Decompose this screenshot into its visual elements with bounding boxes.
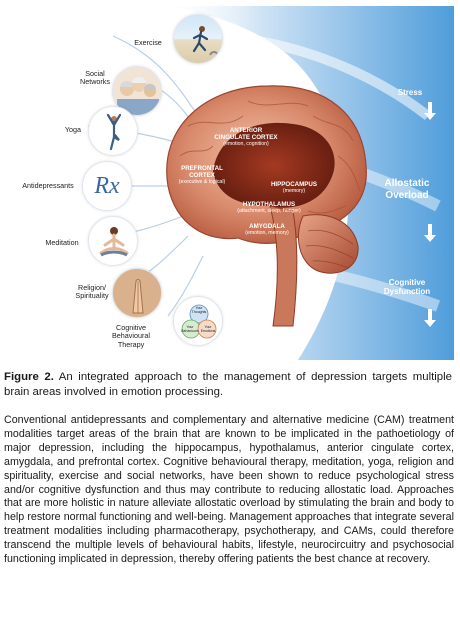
meditation-photo <box>88 216 138 266</box>
yoga-photo <box>88 106 138 156</box>
region-label-hypothalamus: HYPOTHALAMUS (attachment, sleep, hunger) <box>237 201 301 214</box>
body-paragraph: Conventional antidepressants and complem… <box>4 414 454 566</box>
religion-photo <box>112 268 162 318</box>
treatment-label-cbt: Cognitive Behavioural Therapy <box>112 323 150 349</box>
figure-caption-label: Figure 2. <box>4 371 54 383</box>
figure-caption-text: An integrated approach to the management… <box>4 371 452 399</box>
region-label-prefrontal: PREFRONTAL CORTEX (executive & logical) <box>178 165 226 185</box>
stress-label: Stress <box>397 88 423 97</box>
treatment-label-religion: Religion/ Spirituality <box>75 283 109 301</box>
cbt-behaviours-label: Your Behaviours <box>181 325 199 333</box>
treatment-label-social: Social Networks <box>80 69 110 87</box>
social-networks-photo <box>112 66 162 116</box>
rx-symbol-icon: Rx <box>94 172 120 199</box>
cerebellum <box>297 214 359 274</box>
inner-limbic-area <box>213 122 335 208</box>
treatment-label-yoga: Yoga <box>64 125 82 134</box>
treatment-label-meditation: Meditation <box>45 238 79 247</box>
treatment-label-exercise: Exercise <box>134 38 162 47</box>
region-label-amygdala: AMYGDALA (emotion, memory) <box>245 223 289 236</box>
brainstem <box>269 205 298 327</box>
antidepressants-rx-circle: Rx <box>82 161 132 211</box>
exercise-photo <box>173 14 223 64</box>
figure-illustration: Exercise Social Networks Yoga Rx Antidep… <box>8 6 454 360</box>
region-label-anterior-cingulate: ANTERIOR CINGULATE CORTEX (emotion, cogn… <box>214 127 278 147</box>
cognitive-dysfunction-label: Cognitive Dysfunction <box>383 278 431 297</box>
region-label-hippocampus: HIPPOCAMPUS (memory) <box>270 181 318 194</box>
cbt-diagram-circle: Your Thoughts Your Behaviours Your Emoti… <box>173 296 223 346</box>
treatment-label-antidepressants: Antidepressants <box>22 181 74 190</box>
figure-artwork <box>77 6 454 360</box>
arc-stream-1 <box>101 29 432 120</box>
brain-folds <box>179 100 361 214</box>
allostatic-overload-label: Allostatic Overload <box>384 178 430 201</box>
cbt-emotions-label: Your Emotions <box>200 325 216 333</box>
down-arrows <box>424 102 436 327</box>
brain-illustration <box>166 85 367 327</box>
blue-sweep-background <box>158 6 454 360</box>
figure-caption: Figure 2. An integrated approach to the … <box>4 370 452 400</box>
cbt-thoughts-label: Your Thoughts <box>191 306 207 314</box>
